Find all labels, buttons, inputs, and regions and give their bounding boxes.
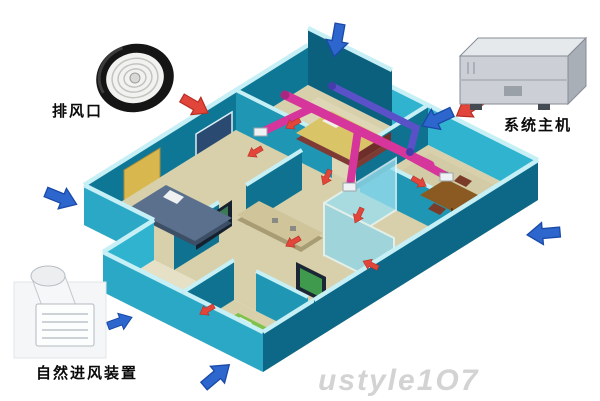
system-unit-illustration — [458, 36, 588, 110]
ceiling-vent — [439, 172, 454, 182]
duct-pink-branch — [346, 126, 362, 190]
blue-arrow-icon — [104, 308, 136, 335]
duct-pink-branch — [398, 148, 450, 180]
duct-pink-branch — [258, 104, 316, 136]
duct-endpoints — [253, 82, 454, 192]
duct-purple — [328, 82, 421, 156]
exhaust-outlet-label: 排风口 — [52, 103, 104, 120]
ceiling-vent — [342, 182, 357, 192]
exhaust-vent-illustration — [96, 43, 174, 113]
duct-network — [258, 82, 450, 190]
media-panel — [296, 262, 326, 304]
ceiling-vent — [253, 127, 268, 137]
system-unit-label: 系统主机 — [504, 117, 573, 134]
living-table — [237, 201, 323, 252]
near-outer-walls — [82, 158, 540, 372]
blue-arrow-icon — [196, 355, 238, 396]
wall-decor — [123, 110, 233, 209]
natural-intake-label: 自然进风装置 — [36, 365, 139, 382]
blue-arrow-icon — [525, 220, 562, 247]
blue-arrow-icon — [41, 181, 82, 216]
intake-device-illustration — [13, 265, 107, 359]
watermark-text: ustyle1O7 — [318, 364, 480, 397]
bed-single — [129, 185, 232, 246]
